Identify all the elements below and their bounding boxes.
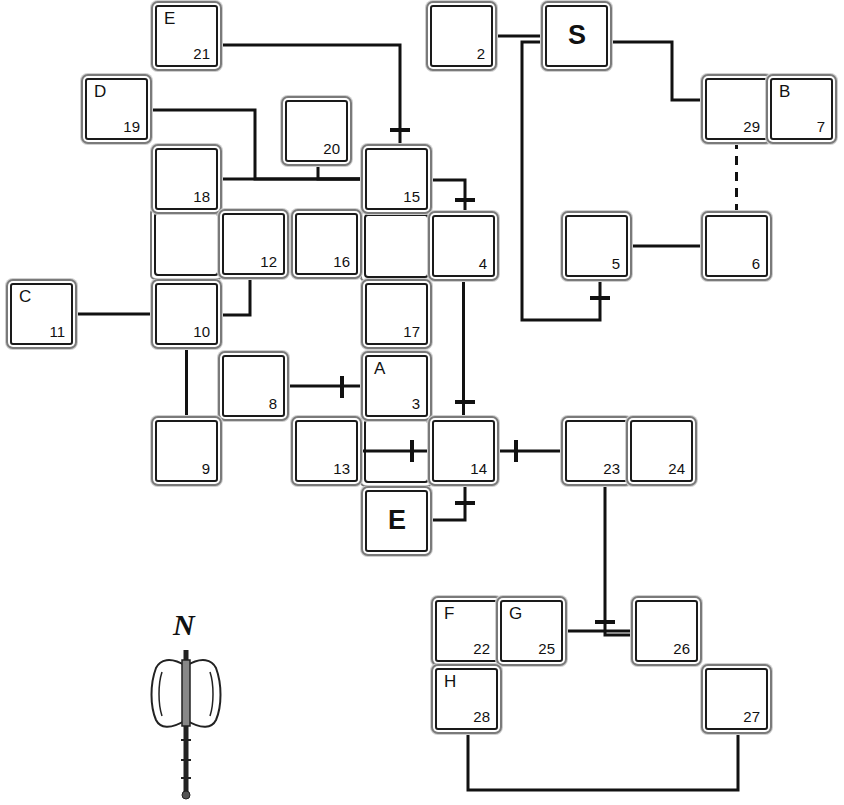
corridor [285,385,365,388]
dungeon-room: B7 [770,78,833,140]
room-number: 7 [817,119,825,136]
unnumbered-room [155,213,428,482]
dungeon-room: A3 [365,355,428,417]
corridor [218,178,365,181]
room-letter: H [444,673,456,692]
corridor [318,162,365,179]
room-letter: E [164,10,175,29]
dungeon-room: 18 [155,148,218,210]
corridor [495,450,565,453]
compass-label: N [173,608,195,642]
compass-axe [152,650,221,799]
dungeon-room: D 19 [85,78,148,140]
room-number: 29 [743,119,760,136]
room-number: 11 [49,324,65,341]
dungeon-room: 2 [430,5,493,67]
room-number: 12 [260,254,277,271]
dungeon-room: G 25 [500,600,563,662]
room-number: 21 [193,46,210,63]
dungeon-room: 17 [365,283,428,345]
room-number: 5 [612,256,620,273]
room-letter: B [779,83,790,102]
room-number: 3 [412,396,420,413]
room-letter: G [509,605,522,624]
room-number: 23 [603,461,620,478]
corridor [468,730,738,790]
dungeon-room: 10 [155,283,218,345]
corridor [185,345,188,420]
dungeon-room: F 22 [435,600,498,662]
dungeon-room: 13 [295,420,358,482]
corridor [605,482,635,635]
room-letter: F [444,605,454,624]
corridor [428,180,465,215]
dungeon-room: 15 [365,148,428,210]
door-mark [342,130,615,622]
dungeon-room: 4 [432,215,495,277]
room-letter: D [94,83,106,102]
room-number: 10 [193,324,210,341]
room-letter: E [388,506,406,536]
dungeon-room: 6 [705,215,768,277]
room-number: 8 [269,396,277,413]
dungeon-room: S [545,5,608,67]
room-number: 16 [333,254,350,271]
dungeon-room: C 11 [10,283,73,345]
dungeon-room: H 28 [435,668,498,730]
room-number: 25 [538,641,555,658]
dungeon-room: 16 [295,213,358,275]
corridor [608,42,705,100]
dungeon-room: 29 [705,78,768,140]
dungeon-room: 14 [432,420,495,482]
dungeon-room: 12 [222,213,285,275]
corridor [462,277,465,420]
dungeon-room: 8 [222,355,285,417]
room-number: 18 [193,189,210,206]
corridor [735,140,738,215]
dungeon-room: 24 [630,420,693,482]
room-number: 22 [473,641,490,658]
room-number: 14 [470,461,487,478]
room-letter: S [568,21,586,51]
room-letter: A [374,360,385,379]
room-number: 27 [743,709,760,726]
room-number: 13 [333,461,350,478]
corridor [563,630,635,633]
room-letter: C [19,288,31,307]
room-number: 6 [752,256,760,273]
dungeon-room: 20 [285,100,348,162]
dungeon-room: 5 [565,215,628,277]
room-number: 19 [123,119,140,136]
room-number: 26 [673,641,690,658]
dungeon-room: 9 [155,420,218,482]
corridor [493,35,545,38]
room-number: 20 [323,141,340,158]
room-number: 2 [477,46,485,63]
room-number: 9 [202,461,210,478]
room-number: 28 [473,709,490,726]
room-number: 15 [403,189,420,206]
corridor [522,42,600,320]
dungeon-room: 23 [565,420,628,482]
corridor [73,313,155,316]
corridor [218,275,250,315]
room-number: 4 [479,256,487,273]
corridor [628,245,705,248]
dungeon-room: 26 [635,600,698,662]
dungeon-room: 27 [705,668,768,730]
room-number: 24 [668,461,685,478]
room-number: 17 [403,324,420,341]
dungeon-room: E [365,490,428,552]
dungeon-room: E 21 [155,5,218,67]
corridor [358,450,432,453]
